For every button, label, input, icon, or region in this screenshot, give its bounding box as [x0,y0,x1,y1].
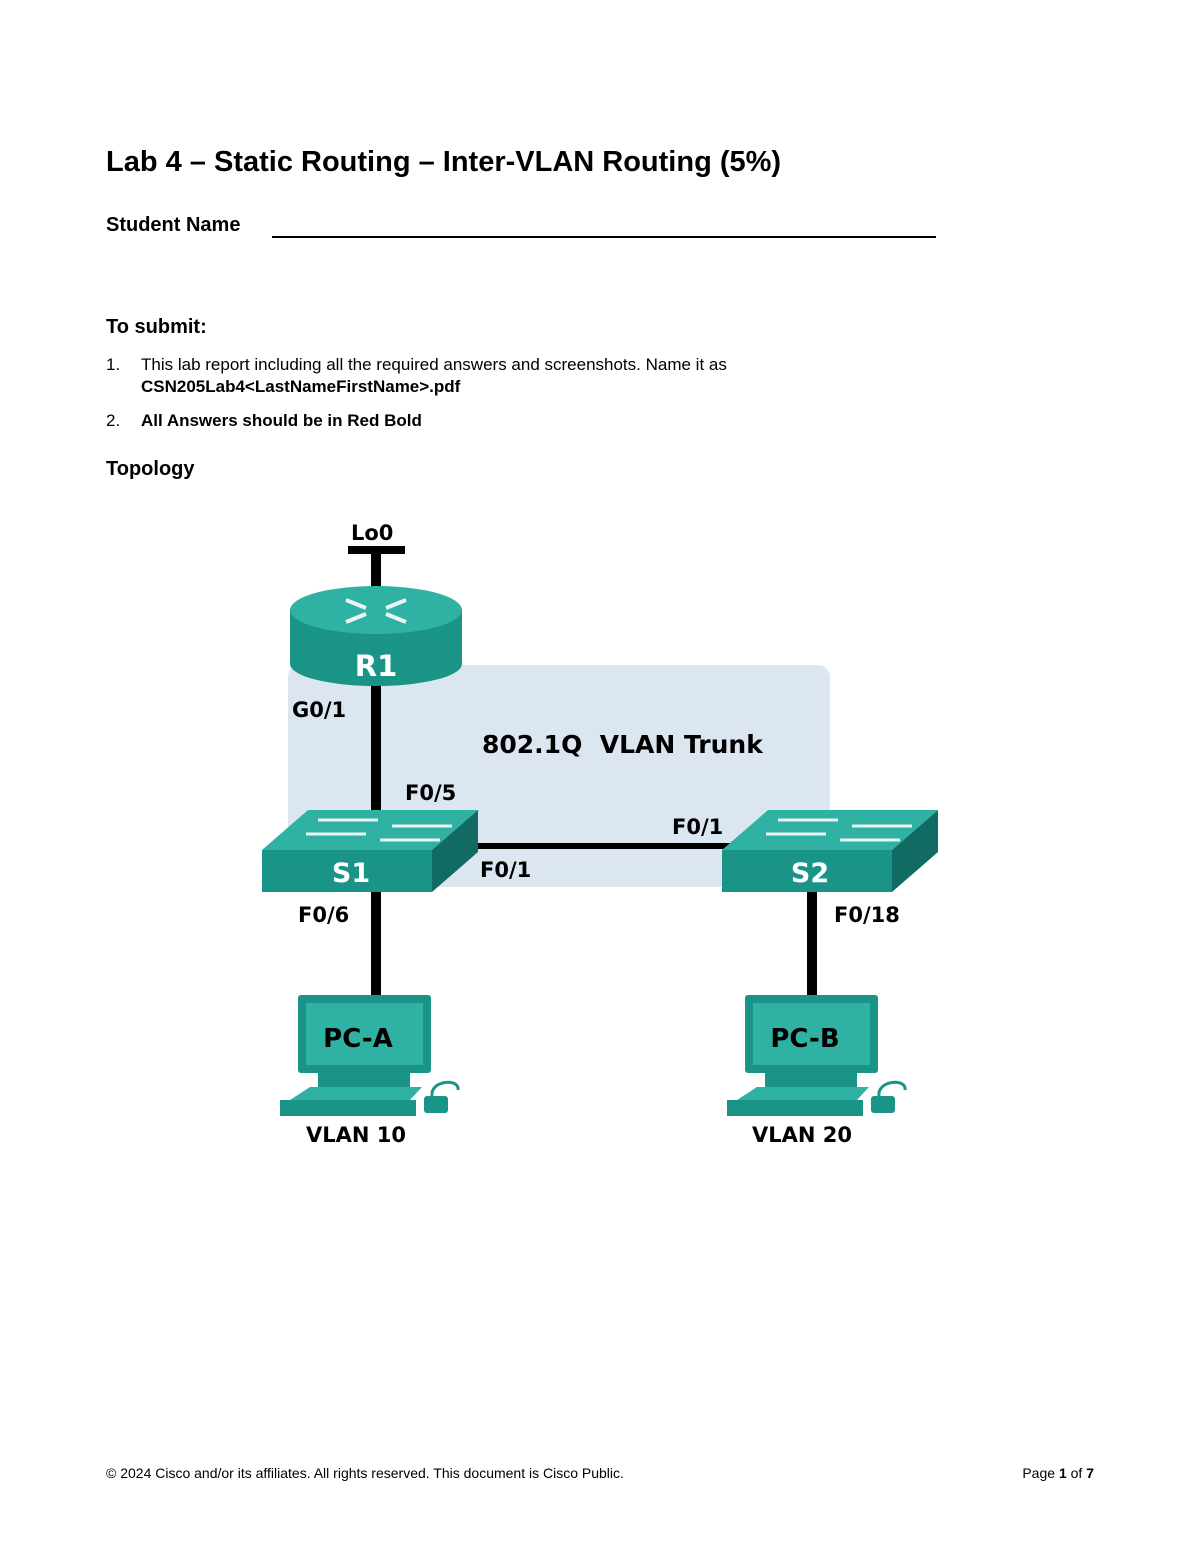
student-name-field[interactable] [272,236,936,238]
router-arrows-icon [345,598,407,624]
student-name-label: Student Name [106,214,241,236]
page-current: 1 [1058,1465,1067,1481]
s2-left-port-label: F0/1 [672,815,723,839]
to-submit-heading: To submit: [106,316,207,338]
s1-right-port-label: F0/1 [480,858,531,882]
switch-s1[interactable] [262,810,478,892]
footer-copyright: © 2024 Cisco and/or its affiliates. All … [106,1465,624,1481]
submit-item-1: 1. This lab report including all the req… [106,355,906,399]
submit-item-2: 2. All Answers should be in Red Bold [106,411,906,433]
router-label: R1 [355,649,398,683]
switch2-label: S2 [791,858,829,889]
switch-arrows-icon [306,818,452,842]
list-item-filename: CSN205Lab4<LastNameFirstName>.pdf [141,377,461,396]
s2-down-port-label: F0/18 [834,903,900,927]
router-port-label: G0/1 [292,698,346,722]
page-prefix: Page [1022,1465,1056,1481]
trunk-label: 802.1Q VLAN Trunk [482,730,764,759]
router-r1[interactable] [290,586,462,686]
switch-s2[interactable] [722,810,938,892]
switch-arrows-icon [766,818,912,842]
list-item-text: This lab report including all the requir… [141,355,727,374]
footer-page-number: Page 1 of 7 [1022,1465,1094,1481]
page-of: of [1070,1465,1083,1481]
vlan-20-label: VLAN 20 [752,1123,852,1147]
pc-a-label: PC-A [323,1024,393,1054]
list-number: 2. [106,411,121,430]
topology-heading: Topology [106,458,195,480]
vlan-10-label: VLAN 10 [306,1123,406,1147]
s1-down-port-label: F0/6 [298,903,349,927]
switch1-label: S1 [332,858,370,889]
pc-b-label: PC-B [770,1024,839,1054]
list-item-text: All Answers should be in Red Bold [141,411,422,430]
list-number: 1. [106,355,121,374]
loopback-label: Lo0 [351,521,393,545]
pc-b[interactable] [727,995,907,1116]
document-title: Lab 4 – Static Routing – Inter-VLAN Rout… [106,146,782,178]
pc-a[interactable] [280,995,460,1116]
s1-up-port-label: F0/5 [405,781,456,805]
page-total: 7 [1086,1465,1094,1481]
